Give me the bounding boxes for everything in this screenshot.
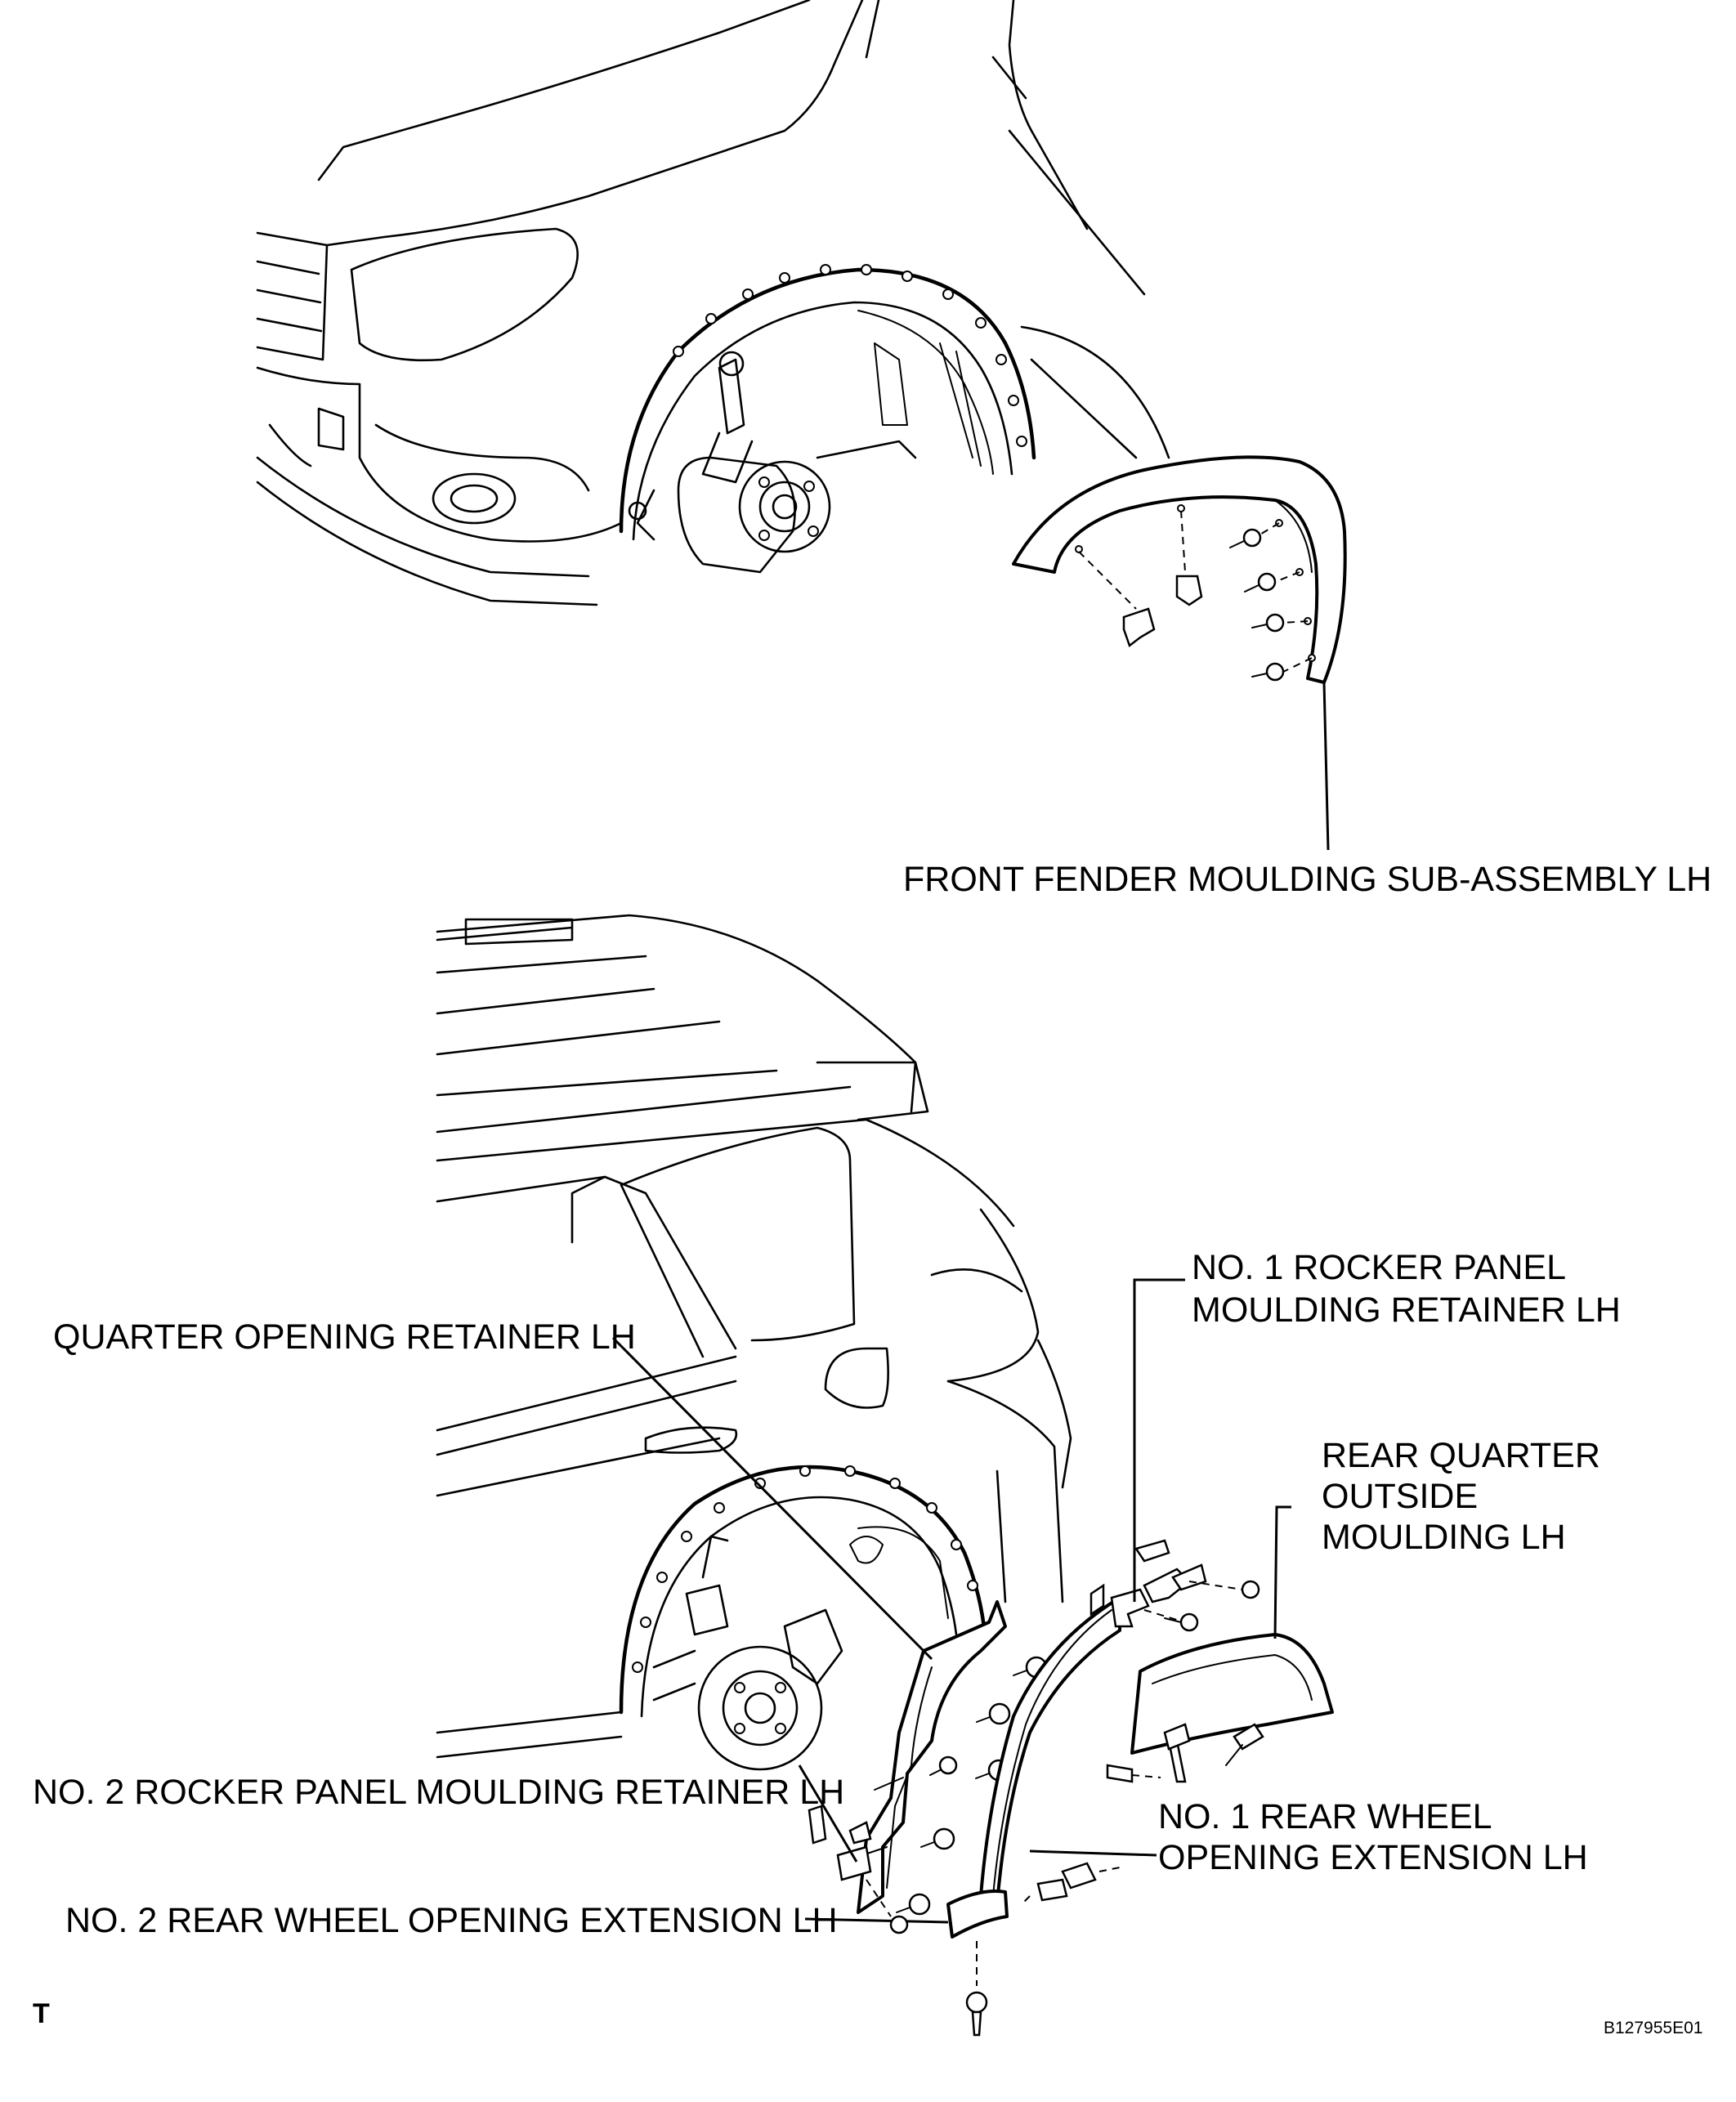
no2-rocker-retainer-leader [798, 1764, 858, 1863]
rear-quarter-moulding-leader [1273, 1505, 1291, 1639]
no2-rear-wheel-ext-leader [804, 1917, 949, 1924]
front-brake-hub [628, 351, 917, 574]
front-moulding-screws [1229, 528, 1285, 682]
label-rear-quarter-line1: REAR QUARTER [1322, 1436, 1600, 1475]
rear-brake-hub [652, 1535, 843, 1771]
no1-rear-wheel-opening-extension-part [979, 1596, 1121, 1906]
label-no1-rocker-retainer-line1: NO. 1 ROCKER PANEL [1192, 1248, 1566, 1287]
label-no1-rocker-retainer-line2: MOULDING RETAINER LH [1192, 1290, 1621, 1330]
no1-rocker-retainer-leader [1133, 1278, 1185, 1602]
label-rear-quarter-line3: MOULDING LH [1322, 1518, 1566, 1557]
front-vehicle-illustration [256, 0, 1170, 606]
label-quarter-opening-retainer: QUARTER OPENING RETAINER LH [53, 1317, 636, 1357]
label-no2-rocker-retainer: NO. 2 ROCKER PANEL MOULDING RETAINER LH [33, 1773, 844, 1812]
label-rear-quarter-line2: OUTSIDE [1322, 1477, 1478, 1516]
no2-rear-wheel-opening-extension-part [946, 1890, 1009, 1939]
bottom-screw [965, 1941, 988, 2037]
rear-moulding-fasteners [1021, 1723, 1264, 1905]
no1-rocker-panel-retainer-parts [1089, 1539, 1260, 1632]
figure-id: B127955E01 [1604, 2019, 1702, 2037]
label-no1-rear-wheel-ext-line2: OPENING EXTENSION LH [1158, 1838, 1588, 1877]
quarter-opening-retainer-leader [611, 1336, 933, 1661]
rear-quarter-outside-moulding-part [1130, 1633, 1334, 1755]
corner-mark-t: T [33, 1998, 50, 2029]
label-front-fender-moulding: FRONT FENDER MOULDING SUB-ASSEMBLY LH [903, 860, 1711, 899]
no1-rear-wheel-ext-leader [1029, 1849, 1157, 1857]
label-no1-rear-wheel-ext-line1: NO. 1 REAR WHEEL [1158, 1797, 1492, 1836]
rear-vehicle-illustration [436, 914, 1072, 1771]
rear-arch-clip-holes [632, 1465, 978, 1673]
front-fender-moulding-leader [1322, 682, 1330, 851]
fender-clip-holes [673, 264, 1027, 447]
label-no2-rear-wheel-ext: NO. 2 REAR WHEEL OPENING EXTENSION LH [65, 1901, 838, 1940]
front-fender-moulding-part [1012, 455, 1347, 851]
no2-rocker-panel-retainer-parts [808, 1805, 909, 1934]
